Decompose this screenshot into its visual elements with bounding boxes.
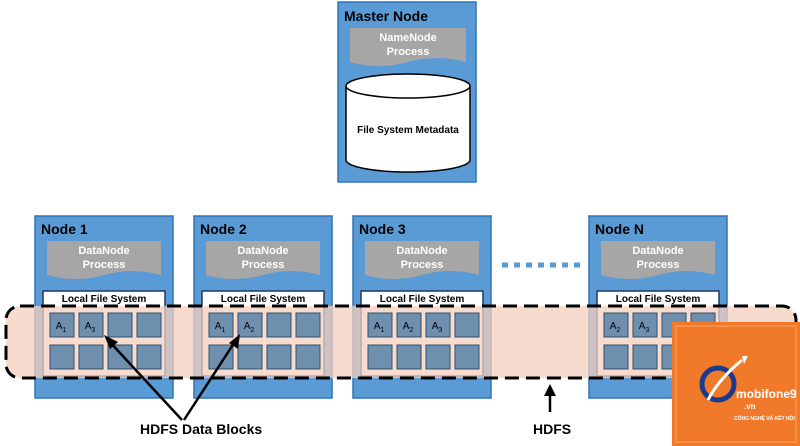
hdfs-arrow — [544, 384, 556, 412]
data-block — [454, 344, 480, 370]
data-block — [295, 344, 321, 370]
data-block — [107, 344, 133, 370]
master-node: Master Node NameNode Process File System… — [337, 1, 477, 183]
data-block — [603, 344, 629, 370]
data-block — [367, 344, 393, 370]
metadata-cylinder — [345, 73, 471, 173]
data-block — [632, 344, 658, 370]
datanode-process-line1: DataNode — [78, 245, 129, 257]
local-file-system-label: Local File System — [221, 294, 306, 305]
datanode-process-line2: Process — [242, 259, 285, 271]
data-block — [78, 312, 104, 338]
local-file-system-label: Local File System — [380, 294, 465, 305]
data-block — [237, 344, 263, 370]
data-block — [49, 312, 75, 338]
arrowhead-node2 — [229, 334, 240, 349]
namenode-process-shape — [350, 28, 466, 66]
datanode-title: Node N — [595, 221, 644, 237]
local-file-system-label: Local File System — [616, 294, 701, 305]
data-block-label: A1 — [374, 321, 385, 334]
metadata-label: File System Metadata — [357, 125, 459, 136]
data-block — [632, 312, 658, 338]
hdfs-data-blocks-label: HDFS Data Blocks — [140, 421, 262, 437]
data-block — [367, 312, 393, 338]
local-file-system-label: Local File System — [62, 294, 147, 305]
arrow-to-node2-block — [182, 339, 238, 421]
datanode-process-line1: DataNode — [237, 245, 288, 257]
datanode-process-line1: DataNode — [396, 245, 447, 257]
data-block — [208, 312, 234, 338]
datanode-title: Node 3 — [359, 221, 406, 237]
arrowhead-node1 — [104, 335, 118, 349]
master-node-title: Master Node — [344, 8, 428, 24]
datanode-process-line2: Process — [637, 259, 680, 271]
data-block — [454, 312, 480, 338]
data-block — [295, 312, 321, 338]
datanode-process-shape — [206, 241, 320, 279]
datanode-process-shape — [365, 241, 479, 279]
data-block-label: A3 — [639, 321, 650, 334]
watermark-brand: mobifone9 — [736, 387, 797, 401]
data-block — [78, 344, 104, 370]
data-block — [107, 312, 133, 338]
data-block — [237, 312, 263, 338]
data-block-label: A3 — [432, 321, 443, 334]
hdfs-label: HDFS — [533, 421, 571, 437]
datanode-process-shape — [601, 241, 715, 279]
data-block-label: A2 — [244, 321, 255, 334]
namenode-process-line1: NameNode — [379, 32, 436, 44]
data-block-label: A2 — [610, 321, 621, 334]
watermark-domain: .vn — [744, 402, 756, 411]
data-block — [425, 312, 451, 338]
watermark-tagline: CÔNG NGHỆ VÀ KẾT NỐI — [734, 414, 795, 422]
datanode-process-line2: Process — [83, 259, 126, 271]
data-block-label: A1 — [215, 321, 226, 334]
data-block — [396, 312, 422, 338]
data-block — [425, 344, 451, 370]
data-block — [396, 344, 422, 370]
data-block — [136, 344, 162, 370]
data-block — [266, 344, 292, 370]
data-block-label: A1 — [56, 321, 67, 334]
datanode-process-line2: Process — [401, 259, 444, 271]
datanode-title: Node 2 — [200, 221, 247, 237]
data-block — [49, 344, 75, 370]
data-block — [136, 312, 162, 338]
arrow-to-node1-block — [107, 339, 183, 421]
datanode-title: Node 1 — [41, 221, 88, 237]
data-block-label: A3 — [85, 321, 96, 334]
data-blocks-arrows — [104, 334, 240, 421]
datanode-process-shape — [47, 241, 161, 279]
namenode-process-line2: Process — [387, 46, 430, 58]
datanode-process-line1: DataNode — [632, 245, 683, 257]
mobifone-watermark: mobifone9 .vn CÔNG NGHỆ VÀ KẾT NỐI — [672, 322, 800, 446]
data-block-label: A2 — [403, 321, 414, 334]
data-block — [266, 312, 292, 338]
mobifone-logo-icon — [699, 356, 748, 403]
data-block — [603, 312, 629, 338]
